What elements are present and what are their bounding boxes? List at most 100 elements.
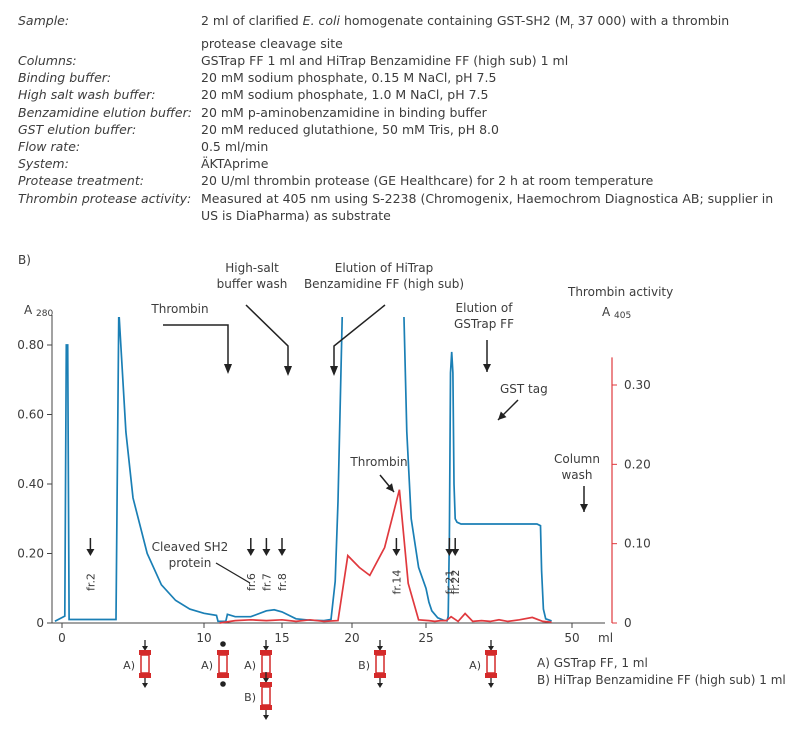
y-right-tick-label: 0 [624, 616, 632, 630]
column-a-1: A) [123, 640, 151, 688]
x-tick-label: 0 [58, 631, 66, 645]
y-left-label-sub: 280 [36, 309, 53, 319]
parameter-row: System: ÄKTAprime [18, 155, 778, 172]
annotation-high-salt-1: High-salt [225, 261, 279, 275]
column-cap-top [485, 650, 497, 655]
column-inlet-head [488, 646, 494, 651]
arrow-thrombin-peak-head [385, 483, 394, 492]
x-tick-label: 25 [418, 631, 433, 645]
column-cap-bottom [260, 705, 272, 710]
parameter-row: Sample: 2 ml of clarified E. coli homogen… [18, 12, 778, 52]
arrow-elution-gstrap-head [483, 364, 491, 372]
y-left-tick-label: 0.20 [17, 547, 44, 561]
parameter-row: Protease treatment:20 U/ml thrombin prot… [18, 172, 778, 189]
annotation-gst-tag: GST tag [500, 382, 548, 396]
arrow-high-salt [245, 304, 289, 372]
thrombin-activity-line [219, 489, 552, 624]
annotation-elution-hitrap-2: Benzamidine FF (high sub) [304, 277, 464, 291]
parameter-row: High salt wash buffer:20 mM sodium phosp… [18, 86, 778, 103]
column-cap-top [217, 650, 229, 655]
parameter-value: 20 mM sodium phosphate, 1.0 M NaCl, pH 7… [201, 87, 489, 103]
legend-column-b: B) HiTrap Benzamidine FF (high sub) 1 ml [537, 673, 786, 687]
column-body [261, 686, 271, 706]
fraction-arrowhead [86, 549, 95, 556]
uv-absorbance-line [54, 317, 552, 623]
parameter-value: 2 ml of clarified E. coli homogenate con… [201, 13, 730, 51]
column-inlet-head [263, 678, 269, 683]
parameter-key: GST elution buffer: [18, 121, 137, 137]
column-label: A) [201, 659, 213, 672]
column-cap-top [374, 650, 386, 655]
y-left-tick-label: 0.80 [17, 338, 44, 352]
column-cap-bottom [139, 673, 151, 678]
y-left-tick-label: 0.40 [17, 477, 44, 491]
fraction-arrowhead [451, 549, 460, 556]
fraction-label: fr.14 [390, 570, 403, 595]
fraction-arrowhead [278, 549, 286, 556]
parameter-row: Benzamidine elution buffer:20 mM p-amino… [18, 104, 778, 121]
fraction-label: fr.2 [84, 573, 97, 591]
y-right-tick-label: 0.20 [624, 457, 651, 471]
column-outlet-head [142, 683, 148, 688]
parameter-key: Sample: [18, 13, 70, 28]
annotation-elution-gstrap-1: Elution of [456, 301, 514, 315]
annotation-cleaved-2: protein [169, 556, 212, 570]
parameter-row: Columns:GSTrap FF 1 ml and HiTrap Benzam… [18, 52, 778, 69]
column-cap-top [260, 650, 272, 655]
arrow-elution-hitrap [333, 304, 386, 372]
column-a-2: A) [201, 641, 229, 687]
column-outlet-head [488, 683, 494, 688]
parameter-row: Flow rate:0.5 ml/min [18, 138, 778, 155]
fraction-label: fr.22 [449, 570, 462, 595]
parameter-table: Sample: 2 ml of clarified E. coli homogen… [18, 12, 778, 224]
parameter-key: Binding buffer: [18, 70, 112, 86]
column-outlet-dot [220, 681, 226, 687]
fraction-arrowhead [262, 549, 271, 556]
column-inlet-head [377, 646, 383, 651]
parameter-key: Thrombin protease activity: [18, 190, 192, 206]
column-inlet-dot [220, 641, 226, 647]
x-tick-label: 50 [564, 631, 579, 645]
column-body [375, 654, 385, 674]
column-cap-bottom [217, 673, 229, 678]
fraction-label: fr.6 [245, 573, 258, 591]
parameter-row: Thrombin protease activity: Measured at 4… [18, 190, 778, 224]
column-label: A) [469, 659, 481, 672]
parameter-value: GSTrap FF 1 ml and HiTrap Benzamidine FF… [201, 52, 569, 68]
column-a-3: A) [244, 640, 272, 688]
column-body [140, 654, 150, 674]
fraction-label: fr.7 [260, 573, 273, 591]
column-cap-bottom [485, 673, 497, 678]
annotation-high-salt-2: buffer wash [217, 277, 288, 291]
arrow-gst-tag-head [498, 411, 507, 420]
y-right-label-sub: 405 [614, 311, 631, 321]
column-b-2: B) [358, 640, 386, 688]
column-cap-bottom [374, 673, 386, 678]
column-b-1: B) [244, 672, 272, 720]
parameter-value: 0.5 ml/min [201, 138, 269, 154]
x-tick-label: 10 [196, 631, 211, 645]
column-cap-top [260, 682, 272, 687]
parameter-row: GST elution buffer: 20 mM reduced glutath… [18, 121, 778, 138]
parameter-key: System: [18, 156, 69, 172]
parameter-value: 20 mM reduced glutathione, 50 mM Tris, p… [201, 121, 499, 137]
fraction-label: fr.8 [276, 573, 289, 591]
annotation-thrombin-peak: Thrombin [349, 455, 407, 469]
column-outlet-head [263, 715, 269, 720]
parameter-value: 20 mM p-aminobenzamidine in binding buff… [201, 104, 487, 120]
panel-label: B) [18, 253, 31, 267]
column-body [218, 654, 228, 674]
y-left-tick-label: 0.60 [17, 408, 44, 422]
parameter-value: ÄKTAprime [201, 156, 269, 172]
parameter-value: Measured at 405 nm using S-2238 (Chromog… [201, 190, 774, 223]
column-cap-top [139, 650, 151, 655]
y-right-tick-label: 0.30 [624, 378, 651, 392]
parameter-key: Protease treatment: [18, 173, 144, 189]
arrow-thrombin [163, 324, 229, 370]
y-right-title: Thrombin activity [567, 285, 673, 299]
x-tick-label: 15 [274, 631, 289, 645]
series [54, 317, 552, 624]
arrow-column-wash-head [580, 504, 588, 512]
